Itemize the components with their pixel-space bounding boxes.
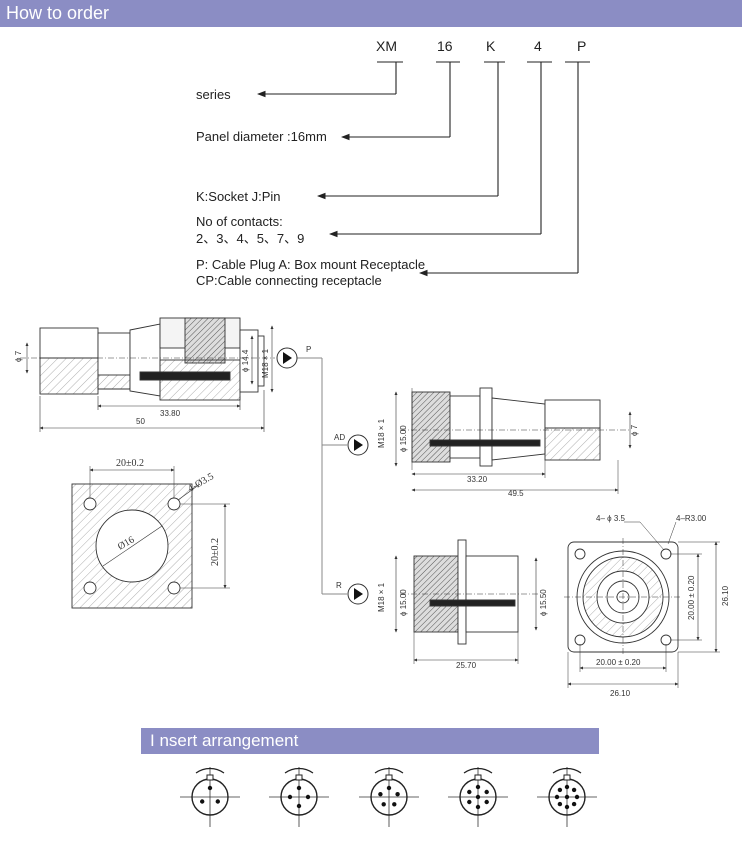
pin-dot xyxy=(305,794,311,800)
desc-gender: K:Socket J:Pin xyxy=(196,189,281,204)
code-contacts: 4 xyxy=(534,38,542,54)
pin-dot xyxy=(296,803,302,809)
desc-panel: Panel diameter :16mm xyxy=(196,129,327,144)
pin-dot xyxy=(571,787,577,793)
box-dim-3320: 33.20 xyxy=(467,475,488,484)
pin-dot xyxy=(557,787,563,793)
flow-arrow-ad-icon xyxy=(347,434,369,456)
desc-contacts-1: No of contacts: xyxy=(196,214,283,229)
pin-dot xyxy=(564,784,570,790)
pin-dot xyxy=(564,804,570,810)
pin-dot xyxy=(381,802,386,807)
flow-label-r: R xyxy=(336,581,342,590)
flow-label-p: P xyxy=(306,345,311,354)
pin-dot xyxy=(475,794,481,800)
cutout-dim-height: 20±0.2 xyxy=(210,538,221,566)
box-dim-dia15: ϕ 15.00 xyxy=(399,425,408,452)
cutout-dim-holes: 4-Ø3.5 xyxy=(186,471,216,495)
box-dim-495: 49.5 xyxy=(508,489,524,498)
desc-contacts-2: 2、3、4、5、7、9 xyxy=(196,231,305,246)
receptacle-dim-m18: M18 × 1 xyxy=(377,582,386,612)
code-type: P xyxy=(577,38,587,54)
desc-series: series xyxy=(196,87,231,102)
cable-plug-drawing xyxy=(20,317,275,432)
receptacle-dim-dia155: ϕ 15.50 xyxy=(539,589,548,616)
pin-dot xyxy=(386,785,392,791)
cutout-dim-width: 20±0.2 xyxy=(116,458,144,469)
pin-dot xyxy=(554,794,560,800)
pin-dot xyxy=(557,801,563,807)
insert-arrangements xyxy=(180,767,597,827)
panel-cutout xyxy=(71,466,230,609)
pin-dot xyxy=(574,794,580,800)
plug-dim-3380: 33.80 xyxy=(160,409,181,418)
front-dim-outer-v: 26.10 xyxy=(721,585,730,606)
box-dim-m18: M18 × 1 xyxy=(377,418,386,448)
front-dim-holes: 4– ϕ 3.5 xyxy=(596,514,625,523)
code-diameter: 16 xyxy=(437,38,453,54)
receptacle-dim-2570: 25.70 xyxy=(456,661,477,670)
plug-dim-m18: M18 × 1 xyxy=(261,348,270,378)
pin-dot xyxy=(475,784,481,790)
desc-type-1: P: Cable Plug A: Box mount Receptacle xyxy=(196,257,426,272)
header-banner: How to order xyxy=(0,0,742,27)
front-dim-inner-v: 20.00 ± 0.20 xyxy=(687,575,696,620)
flow-label-ad: AD xyxy=(334,433,345,442)
pin-dot xyxy=(296,785,302,791)
pin-dot xyxy=(200,799,205,804)
pin-dot xyxy=(484,799,489,805)
pin-dot xyxy=(467,789,472,795)
flow-arrow-p-icon xyxy=(276,347,298,369)
pin-dot xyxy=(564,794,570,800)
receptacle-dim-dia15: ϕ 15.00 xyxy=(399,589,408,616)
pin-dot xyxy=(207,785,213,791)
pin-dot xyxy=(395,792,400,797)
front-view xyxy=(564,521,720,688)
pin-dot xyxy=(392,802,397,807)
pin-dot xyxy=(467,799,472,805)
pin-dot xyxy=(571,801,577,807)
desc-type-2: CP:Cable connecting receptacle xyxy=(196,273,382,288)
insert-banner: I nsert arrangement xyxy=(141,728,599,754)
front-dim-radius: 4–R3.00 xyxy=(676,514,707,523)
insert-title: I nsert arrangement xyxy=(150,731,299,750)
insert-pins-7 xyxy=(448,767,508,827)
front-dim-outer-h: 26.10 xyxy=(610,689,631,698)
pin-dot xyxy=(215,799,220,804)
plug-dim-50: 50 xyxy=(136,417,145,426)
plug-dim-dia7: ϕ 7 xyxy=(14,350,23,362)
code-gender: K xyxy=(486,38,496,54)
page-title: How to order xyxy=(6,3,110,23)
front-dim-inner-h: 20.00 ± 0.20 xyxy=(596,658,641,667)
pin-dot xyxy=(475,804,481,810)
pin-dot xyxy=(484,789,489,795)
pin-dot xyxy=(378,792,383,797)
box-mount-drawing xyxy=(394,387,632,494)
plug-dim-dia144: ϕ 14.4 xyxy=(241,349,250,372)
insert-pins-4 xyxy=(269,767,329,827)
insert-pins-9 xyxy=(537,767,597,827)
insert-pins-3 xyxy=(180,767,240,827)
pin-dot xyxy=(287,794,293,800)
flow-connectors xyxy=(297,357,347,595)
order-code-leaders xyxy=(256,61,590,277)
box-dim-dia7: ϕ 7 xyxy=(630,424,639,436)
insert-pins-5 xyxy=(359,767,419,827)
flow-arrow-r-icon xyxy=(347,583,369,605)
receptacle-drawing xyxy=(394,539,540,664)
code-series: XM xyxy=(376,38,397,54)
